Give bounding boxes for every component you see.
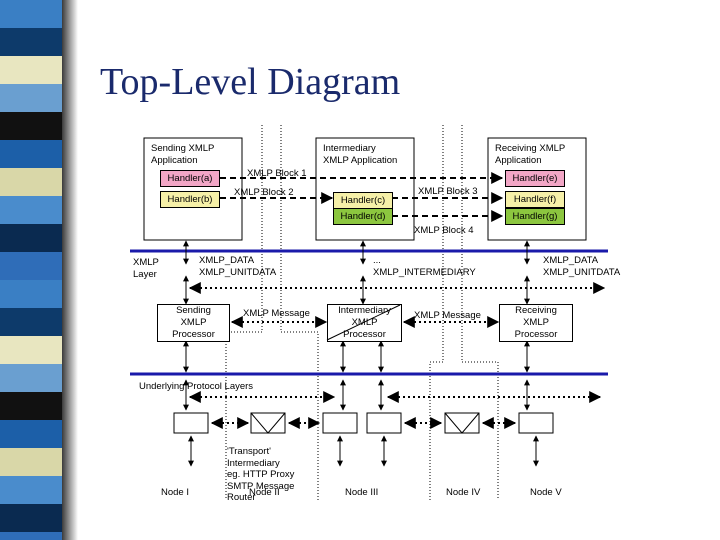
stripe-square: [0, 308, 62, 336]
page-title: Top-Level Diagram: [100, 61, 401, 103]
stripe-square: [0, 280, 62, 308]
stripe-square: [0, 252, 62, 280]
stripe-square: [0, 420, 62, 448]
handler-b: Handler(b): [160, 191, 220, 208]
stripe-square: [0, 364, 62, 392]
stripe-square: [0, 532, 62, 540]
stripe-square: [0, 336, 62, 364]
stripe-square: [0, 196, 62, 224]
stripe-square: [0, 112, 62, 140]
stripe-shadow: [62, 0, 78, 540]
right-ops-label: XMLP_DATA XMLP_UNITDATA: [543, 255, 621, 278]
stripe-square: [0, 476, 62, 504]
node1-protocol-box: [173, 412, 209, 434]
stripe-square: [0, 392, 62, 420]
stripe-square: [0, 448, 62, 476]
left-ops-label: XMLP_DATA XMLP_UNITDATA: [199, 255, 277, 278]
node3-protocol-box-right: [366, 412, 402, 434]
xmlp-layer-label: XMLP Layer: [133, 257, 159, 280]
node-label-1: Node I: [161, 487, 189, 498]
receiving-app-label: Receiving XMLP Application: [495, 143, 566, 166]
handler-a: Handler(a): [160, 170, 220, 187]
transport-note: 'Transport' Intermediary eg. HTTP Proxy …: [227, 446, 295, 503]
node-label-2: Node II: [249, 487, 280, 498]
message-label-2: XMLP Message: [414, 310, 481, 321]
node-label-3: Node III: [345, 487, 379, 498]
sending-app-box: [143, 137, 243, 241]
message-label-1: XMLP Message: [243, 308, 310, 319]
node3-protocol-box-left: [322, 412, 358, 434]
sending-app-label: Sending XMLP Application: [151, 143, 215, 166]
handler-f: Handler(f): [505, 191, 565, 208]
stripe-square: [0, 168, 62, 196]
stripe-square: [0, 140, 62, 168]
stripe-square: [0, 224, 62, 252]
stripe-square: [0, 28, 62, 56]
handler-d: Handler(d): [333, 208, 393, 225]
intermediary-app-label: Intermediary XMLP Application: [323, 143, 398, 166]
stripe-square: [0, 84, 62, 112]
node-partitions: [225, 125, 499, 500]
node5-protocol-box: [518, 412, 554, 434]
node-label-5: Node V: [530, 487, 562, 498]
stripe-square: [0, 504, 62, 532]
mid-ops-label: ... XMLP_INTERMEDIARY: [373, 255, 476, 278]
stripe-square: [0, 0, 62, 28]
underlying-layer-label: Underlying Protocol Layers: [139, 381, 254, 392]
handler-e: Handler(e): [505, 170, 565, 187]
stripe-square: [0, 56, 62, 84]
handler-g: Handler(g): [505, 208, 565, 225]
block1-label: XMLP Block 1: [247, 168, 307, 179]
block3-label: XMLP Block 3: [418, 186, 478, 197]
receiving-processor: Receiving XMLP Processor: [499, 304, 573, 342]
sending-processor: Sending XMLP Processor: [157, 304, 230, 342]
node-label-4: Node IV: [446, 487, 481, 498]
block4-label: XMLP Block 4: [414, 225, 474, 236]
decorative-stripe: [0, 0, 78, 540]
block2-label: XMLP Block 2: [234, 187, 294, 198]
